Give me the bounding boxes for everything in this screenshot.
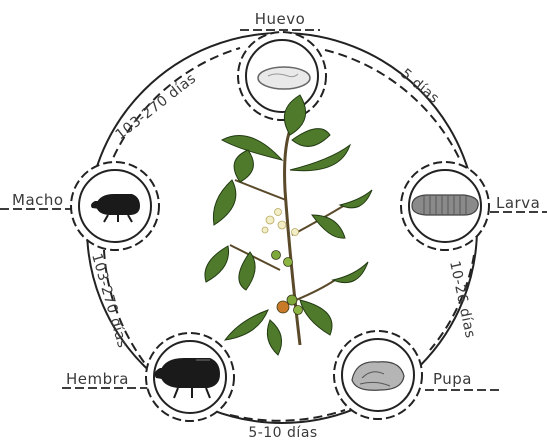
duration-larva-to-pupa: 10-26 días [446,260,478,340]
label-hembra: Hembra [66,370,129,388]
egg-icon [258,67,310,89]
label-huevo: Huevo [255,10,306,28]
node-pupa [334,331,422,419]
duration-male-span: 103-270 días [88,252,130,350]
label-pupa: Pupa [433,370,472,388]
node-macho [71,162,159,250]
node-larva [401,162,489,250]
node-hembra [146,333,234,421]
duration-egg-to-larva: 5 días [397,66,442,107]
node-huevo [238,32,326,120]
coffee-plant-icon [205,95,372,355]
label-macho: Macho [12,191,64,209]
label-larva: Larva [496,194,540,212]
duration-female-span: 103-270 días [113,70,200,143]
dashed-arc-bottom [230,410,345,421]
larva-icon [412,195,478,215]
pupa-icon [352,362,404,391]
duration-pupa-to-hembra: 5-10 días [248,425,317,441]
